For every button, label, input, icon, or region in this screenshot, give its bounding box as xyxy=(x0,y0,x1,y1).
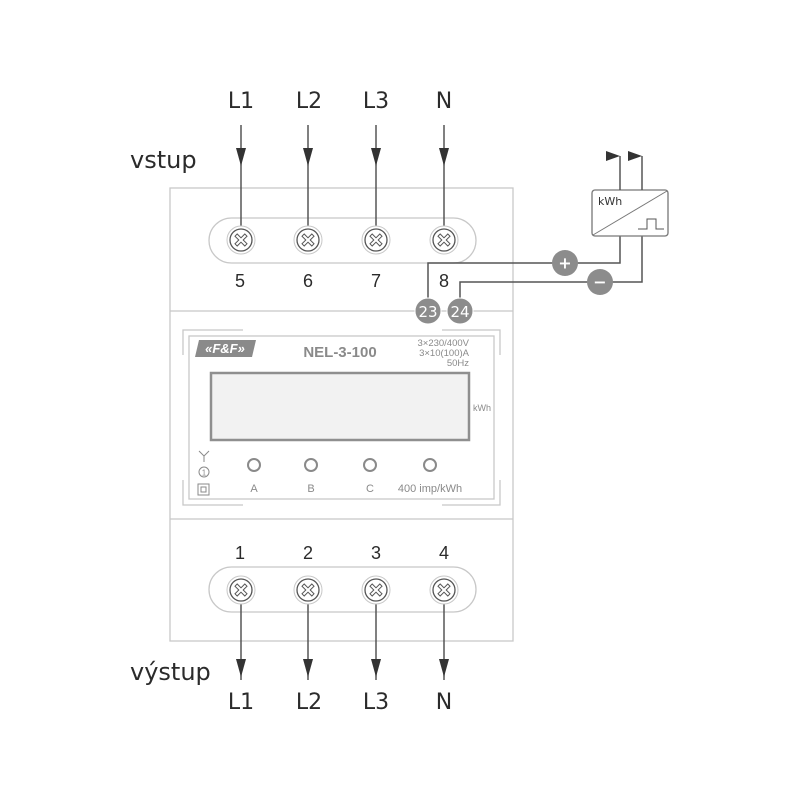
terminal-screw-bottom-2 xyxy=(293,575,323,605)
led-label-pulse: 400 imp/kWh xyxy=(398,483,462,495)
pulse-terminal-23-label: 23 xyxy=(418,303,437,321)
spec-frequency: 50Hz xyxy=(447,358,469,369)
negative-badge xyxy=(587,269,613,295)
front-panel xyxy=(182,329,501,506)
double-insulation-icon xyxy=(197,483,210,496)
brand-text: «F&F» xyxy=(205,341,245,356)
pulse-wire-positive xyxy=(427,236,621,311)
input-arrow-icon xyxy=(371,148,381,166)
led-label-b: B xyxy=(307,483,314,495)
output-phase-l2: L2 xyxy=(296,690,322,715)
terminal-screw-bottom-4 xyxy=(429,575,459,605)
input-phase-l1: L1 xyxy=(228,89,254,114)
terminal-number-5: 5 xyxy=(235,271,245,291)
terminal-screw-top-3 xyxy=(361,225,391,255)
terminal-number-4: 4 xyxy=(439,543,449,563)
led-label-c: C xyxy=(366,483,374,495)
led-phase-c xyxy=(363,458,377,472)
output-arrow-icon xyxy=(303,659,313,677)
top-terminal-block xyxy=(208,217,477,264)
led-label-a: A xyxy=(250,483,258,495)
meter-housing xyxy=(169,187,514,642)
led-pulse xyxy=(423,458,437,472)
output-arrow-icon xyxy=(236,659,246,677)
model-name: NEL-3-100 xyxy=(303,344,376,361)
spec-current: 3×10(100)A xyxy=(419,348,470,359)
lcd-display xyxy=(209,371,471,442)
display-unit: kWh xyxy=(473,403,491,413)
output-phase-n: N xyxy=(436,690,452,715)
terminal-screw-bottom-1 xyxy=(226,575,256,605)
input-arrow-icon xyxy=(303,148,313,166)
terminal-number-7: 7 xyxy=(371,271,381,291)
led-phase-a xyxy=(247,458,261,472)
bottom-terminal-block xyxy=(208,566,477,613)
output-label: výstup xyxy=(130,658,211,686)
star-connection-icon xyxy=(198,450,210,462)
terminal-screw-top-2 xyxy=(293,225,323,255)
output-phase-l1: L1 xyxy=(228,690,254,715)
input-phase-n: N xyxy=(436,89,452,114)
pulse-counter-diagonal xyxy=(592,190,668,236)
terminal-screw-bottom-3 xyxy=(361,575,391,605)
output-arrow-icon xyxy=(439,659,449,677)
pulse-counter-label: kWh xyxy=(598,195,622,208)
terminal-number-1: 1 xyxy=(235,543,245,563)
positive-badge xyxy=(552,250,578,276)
terminal-number-8: 8 xyxy=(439,271,449,291)
output-phase-l3: L3 xyxy=(363,690,389,715)
pulse-terminal-24 xyxy=(446,297,474,325)
input-phase-l2: L2 xyxy=(296,89,322,114)
terminal-number-2: 2 xyxy=(303,543,313,563)
input-phase-l3: L3 xyxy=(363,89,389,114)
terminal-number-3: 3 xyxy=(371,543,381,563)
pulse-wire-negative xyxy=(459,236,643,311)
pulse-wave-icon xyxy=(638,218,664,230)
pulse-terminal-23 xyxy=(414,297,442,325)
terminal-screw-top-4 xyxy=(429,225,459,255)
spec-voltage: 3×230/400V xyxy=(417,338,469,349)
led-phase-b xyxy=(304,458,318,472)
terminal-number-6: 6 xyxy=(303,271,313,291)
input-label: vstup xyxy=(130,146,197,174)
accuracy-class-value: 1 xyxy=(202,469,207,478)
negative-sign: − xyxy=(593,273,606,292)
pulse-terminal-24-label: 24 xyxy=(450,303,469,321)
brand-logo: «F&F» xyxy=(195,340,256,357)
output-arrow-icon xyxy=(371,659,381,677)
terminal-screw-top-1 xyxy=(226,225,256,255)
input-arrow-icon xyxy=(236,148,246,166)
positive-sign: + xyxy=(558,254,571,273)
accuracy-class-icon xyxy=(198,466,210,478)
input-arrow-icon xyxy=(439,148,449,166)
